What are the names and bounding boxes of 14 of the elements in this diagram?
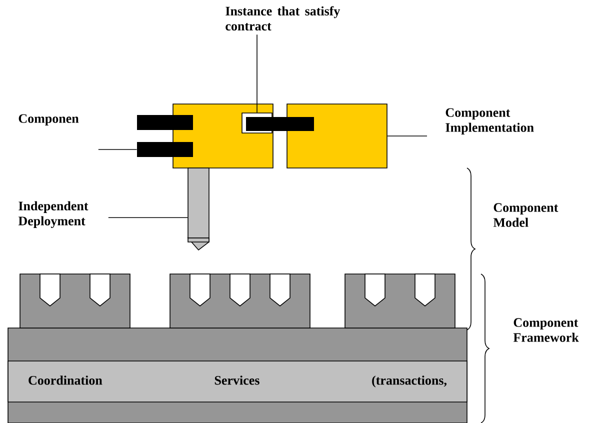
callout-text: Instance that satisfy contract: [226, 6, 340, 30]
annotation-text: Component Framework: [513, 318, 579, 342]
leader-line: [98, 149, 138, 150]
leader-line: [108, 217, 188, 218]
callout-text: Component Implementation: [446, 108, 534, 135]
plug: [137, 115, 193, 130]
plug: [137, 142, 193, 157]
leader-line: [256, 34, 258, 113]
component-box: [286, 104, 388, 168]
services-band: Coordination Services (transactions,: [8, 360, 468, 402]
callout-text: Componen: [18, 114, 79, 126]
annotation-text: Component Model: [493, 203, 558, 227]
callout-text: Independent Deployment: [18, 201, 88, 228]
plug: [246, 117, 314, 131]
